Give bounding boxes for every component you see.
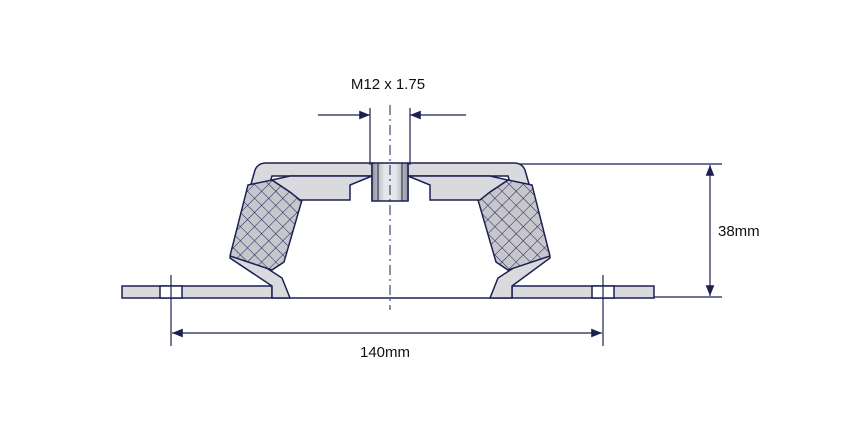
- flange-right: [511, 285, 655, 299]
- height-label: 38mm: [718, 223, 760, 240]
- height-dimension: [520, 163, 722, 298]
- width-dimension: [170, 275, 604, 346]
- thread-dimension: [318, 108, 466, 165]
- flange-left: [121, 285, 273, 299]
- base-flange: [121, 285, 655, 299]
- width-label: 140mm: [360, 344, 410, 361]
- thread-label: M12 x 1.75: [351, 76, 425, 93]
